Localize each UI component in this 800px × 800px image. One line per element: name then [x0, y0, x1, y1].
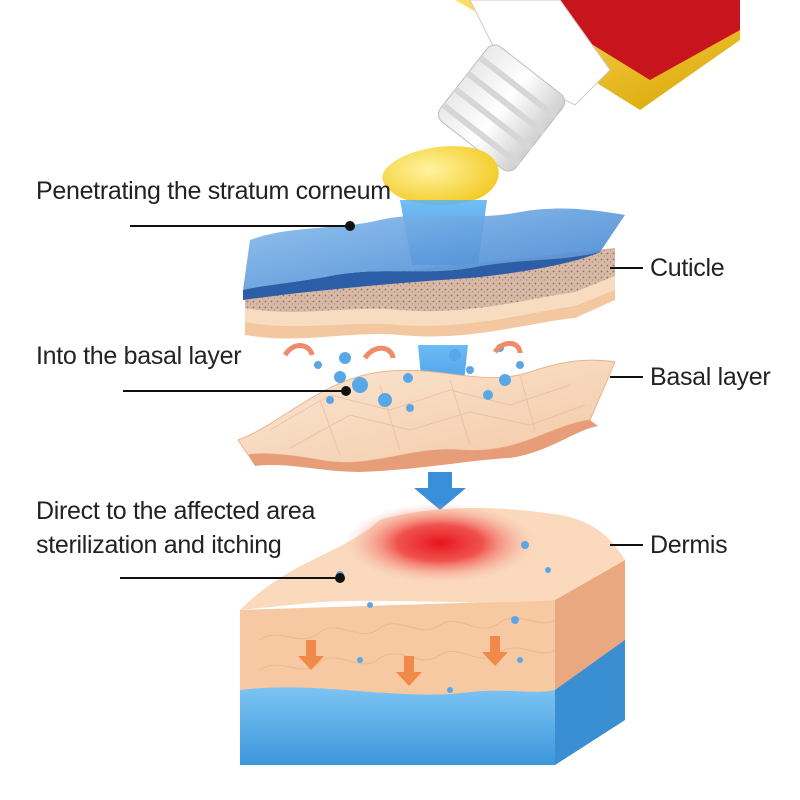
label-cuticle: Cuticle	[650, 254, 724, 283]
cuticle-layer	[243, 209, 625, 339]
label-basal-layer: Basal layer	[650, 363, 770, 392]
basal-layer-sheet	[238, 360, 615, 472]
label-affected-area: Direct to the affected area	[36, 497, 315, 526]
label-dermis: Dermis	[650, 531, 727, 560]
swirl-arrow-icon	[285, 343, 520, 358]
label-into-basal-layer: Into the basal layer	[36, 342, 241, 371]
dermis-block	[240, 503, 625, 765]
ointment-tube-icon	[434, 0, 740, 175]
label-stratum-corneum: Penetrating the stratum corneum	[36, 177, 391, 206]
label-sterilization-itching: sterilization and itching	[36, 531, 281, 560]
ointment-cream	[382, 146, 498, 205]
